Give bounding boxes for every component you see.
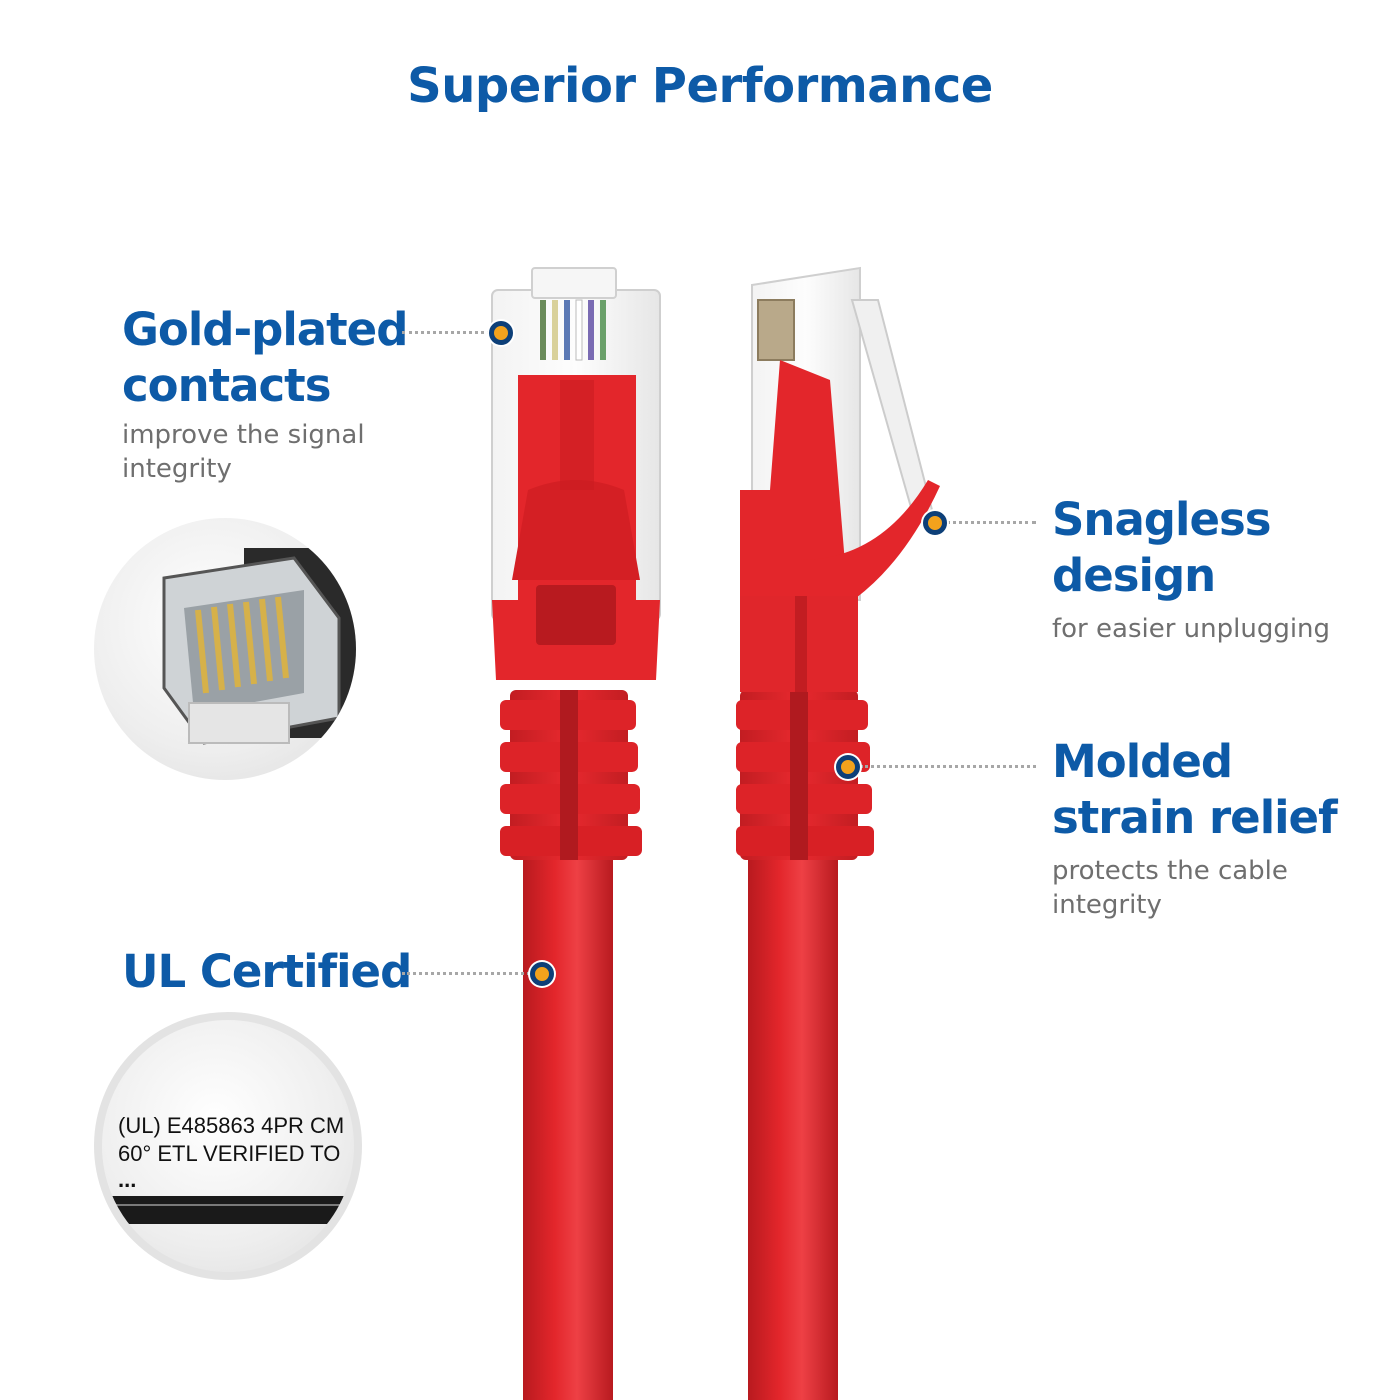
strain-relief-heading-line2: strain relief: [1052, 791, 1338, 844]
ul-label-line2: 60° ETL VERIFIED TO: [118, 1141, 341, 1166]
ul-label-ring: [94, 1012, 362, 1280]
gold-contacts-sub-line2: integrity: [122, 454, 232, 484]
gold-contacts-closeup-image: [94, 518, 356, 780]
snagless-pin-icon: [923, 511, 947, 535]
strain-relief-pin-icon: [836, 755, 860, 779]
gold-contacts-sub-line1: improve the signal: [122, 420, 365, 450]
strain-relief-heading-line1: Molded: [1052, 735, 1233, 788]
right-connector: [736, 266, 940, 1400]
snagless-heading-line2: design: [1052, 549, 1216, 602]
ul-label-line3: ...: [118, 1167, 137, 1192]
gold-contacts-leader-line: [402, 331, 490, 334]
strain-relief-sub-line2: integrity: [1052, 890, 1162, 920]
page-title: Superior Performance: [407, 58, 993, 114]
snagless-leader-line: [946, 521, 1036, 524]
left-connector: [491, 267, 661, 1400]
ul-label-line1: (UL) E485863 4PR CM: [118, 1113, 345, 1138]
gold-contacts-heading-line2: contacts: [122, 359, 331, 412]
strain-relief-sub-line1: protects the cable: [1052, 856, 1288, 886]
ul-certified-leader-line: [402, 972, 530, 975]
strain-relief-leader-line: [860, 765, 1036, 768]
gold-contacts-heading-line1: Gold-plated: [122, 303, 408, 356]
ul-certified-heading: UL Certified: [122, 945, 412, 998]
gold-contacts-pin-icon: [489, 321, 513, 345]
snagless-sub-line1: for easier unplugging: [1052, 614, 1331, 644]
snagless-heading-line1: Snagless: [1052, 493, 1272, 546]
ul-certified-pin-icon: [530, 962, 554, 986]
